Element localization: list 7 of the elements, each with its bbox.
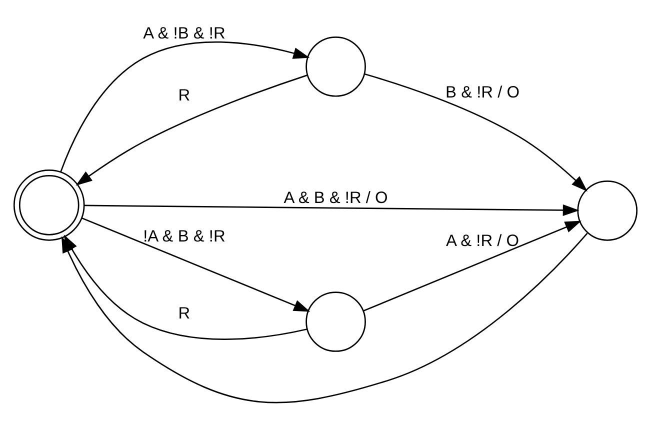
edge-label: R [178, 304, 190, 322]
edge-label: A & !R / O [446, 232, 520, 250]
edge-label: A & B & !R / O [284, 189, 388, 208]
edge-label: A & !B & !R [143, 24, 226, 43]
edge-label: R [178, 86, 190, 104]
edge-label: B & !R / O [446, 84, 520, 102]
edge-label: !A & B & !R [143, 228, 226, 246]
